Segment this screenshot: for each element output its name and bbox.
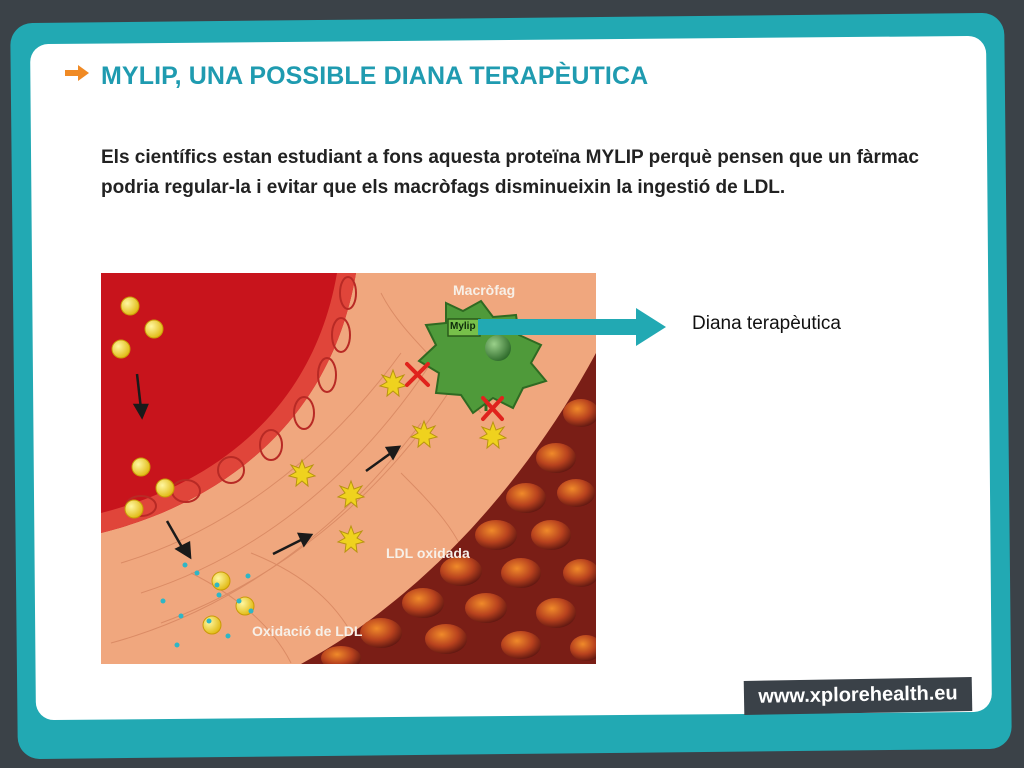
slide-body-text: Els científics estan estudiant a fons aq… <box>101 147 919 198</box>
macrophage-label: Macròfag <box>453 282 516 298</box>
artery-diagram: Macròfag Mylip LDL oxidada Oxidació de L… <box>101 273 602 670</box>
site-url[interactable]: www.xplorehealth.eu <box>758 682 958 708</box>
artery-illustration <box>101 273 602 670</box>
therapeutic-target-label: Diana terapèutica <box>692 313 841 334</box>
ldl-oxidation-label: Oxidació de LDL <box>252 623 363 639</box>
macrophage-nucleus <box>485 335 511 361</box>
mylip-label: Mylip <box>450 321 476 332</box>
site-badge: www.xplorehealth.eu <box>743 677 973 715</box>
slide-title: MYLIP, UNA POSSIBLE DIANA TERAPÈUTICA <box>101 62 649 90</box>
right-arrow-icon <box>65 65 89 81</box>
pointer-arrow <box>478 308 666 346</box>
oxidized-ldl-label: LDL oxidada <box>386 545 470 561</box>
